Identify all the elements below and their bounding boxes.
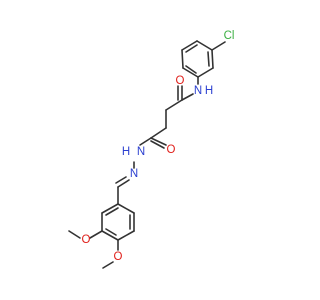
bond xyxy=(101,203,119,214)
amide-nitrogen-hydrogen-label: H xyxy=(205,85,213,97)
bond xyxy=(181,93,194,101)
bond xyxy=(211,41,226,51)
hydrazide-nitrogen-hydrogen-label: H xyxy=(122,146,130,158)
atom-labels: Cl N H O O N H N O O xyxy=(82,30,235,263)
bond xyxy=(150,127,167,139)
bond xyxy=(117,230,135,241)
bond xyxy=(102,261,114,269)
molecule-structure-diagram: Cl N H O O N H N O O xyxy=(68,30,235,269)
bond xyxy=(150,137,167,146)
amide-nitrogen-label: N xyxy=(194,85,202,97)
bond-double-inner xyxy=(185,44,198,53)
bond-double-inner xyxy=(185,65,197,74)
methoxy-oxygen-3-label: O xyxy=(82,234,91,246)
bond-double-inner xyxy=(105,207,119,216)
hydrazide-oxygen-label: O xyxy=(167,144,176,156)
bond xyxy=(196,40,213,51)
bond xyxy=(68,230,81,239)
bond xyxy=(117,203,135,214)
bond xyxy=(181,40,198,51)
bond xyxy=(89,230,103,239)
hydrazide-nitrogen-label: N xyxy=(137,146,145,158)
bond-double-inner xyxy=(105,228,117,236)
chlorine-atom-label: Cl xyxy=(224,30,235,42)
bond xyxy=(165,99,183,111)
bond xyxy=(139,137,152,146)
bond xyxy=(117,179,130,188)
bond-double-inner xyxy=(207,51,210,67)
bond xyxy=(115,176,127,184)
bond xyxy=(181,49,184,69)
bond xyxy=(101,230,119,241)
amide-oxygen-label: O xyxy=(176,75,185,87)
imine-nitrogen-label: N xyxy=(130,168,138,180)
bond xyxy=(182,67,199,78)
bond xyxy=(211,49,214,69)
bond xyxy=(197,67,214,78)
bond-lines xyxy=(68,40,226,269)
methoxy-oxygen-4-label: O xyxy=(114,251,123,263)
bond xyxy=(150,140,165,149)
